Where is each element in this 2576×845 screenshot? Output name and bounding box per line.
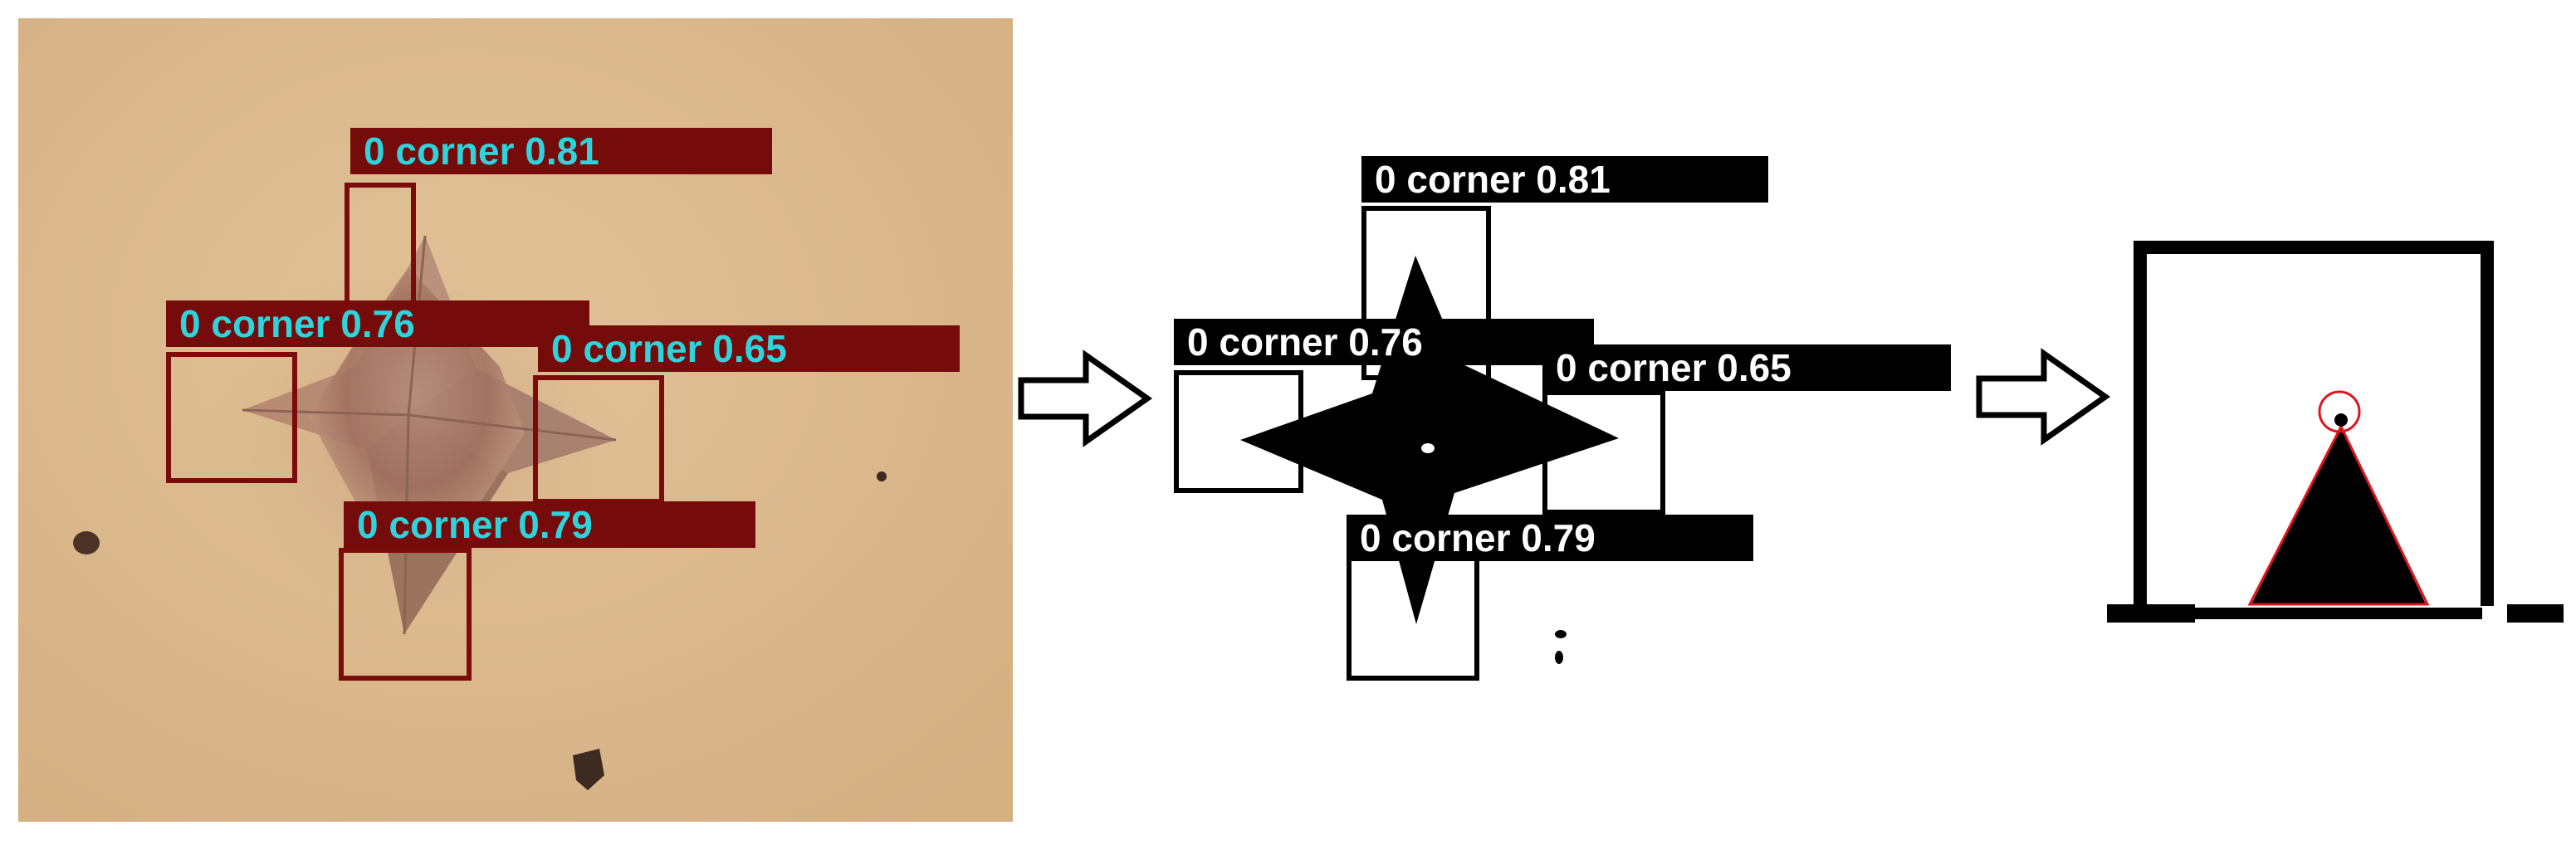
detection-label-top: 0 corner 0.81 xyxy=(1361,156,1768,203)
frame-top-bar xyxy=(2134,241,2494,254)
detection-label-text: 0 corner 0.76 xyxy=(1187,320,1423,364)
right-arrow-icon xyxy=(1976,348,2111,446)
frame-base-bar xyxy=(2157,608,2482,619)
detection-label-text: 0 corner 0.65 xyxy=(551,327,787,370)
detection-label-text: 0 corner 0.65 xyxy=(1556,346,1791,389)
detection-label-text: 0 corner 0.81 xyxy=(364,129,599,173)
detection-label-bottom: 0 corner 0.79 xyxy=(1347,515,1753,561)
micrograph-panel: 0 corner 0.81 0 corner 0.76 0 corner 0.6… xyxy=(18,18,1013,822)
detection-label-text: 0 corner 0.76 xyxy=(179,302,415,345)
fitted-triangle-outline xyxy=(2247,423,2430,606)
binarized-panel: 0 corner 0.81 0 corner 0.76 0 corner 0.6… xyxy=(1171,149,1959,697)
corner-geometry-diagram xyxy=(2107,241,2564,623)
bounding-box-right xyxy=(533,375,664,504)
detection-label-left: 0 corner 0.76 xyxy=(1174,319,1594,365)
detection-label-right: 0 corner 0.65 xyxy=(538,325,960,372)
bounding-box-left xyxy=(1174,370,1303,493)
corner-geometry-panel xyxy=(2100,232,2565,639)
bounding-box-top xyxy=(1361,206,1491,380)
frame-left-post xyxy=(2134,241,2147,606)
detection-label-left: 0 corner 0.76 xyxy=(166,300,589,347)
corner-tip-marker xyxy=(2318,390,2361,433)
bounding-box-bottom xyxy=(1347,548,1479,681)
bounding-box-right xyxy=(1542,390,1665,515)
bounding-box-left xyxy=(166,352,297,483)
detection-label-text: 0 corner 0.81 xyxy=(1375,158,1611,201)
bounding-box-bottom xyxy=(339,548,472,681)
detection-label-text: 0 corner 0.79 xyxy=(357,503,593,546)
frame-right-post xyxy=(2481,241,2494,606)
detection-label-bottom: 0 corner 0.79 xyxy=(344,501,755,548)
frame-right-foot xyxy=(2507,604,2564,623)
detection-label-top: 0 corner 0.81 xyxy=(350,128,772,174)
detection-label-text: 0 corner 0.79 xyxy=(1360,516,1596,559)
right-arrow-icon xyxy=(1018,349,1153,447)
detection-label-right: 0 corner 0.65 xyxy=(1542,344,1951,391)
corner-silhouette xyxy=(2251,425,2426,604)
